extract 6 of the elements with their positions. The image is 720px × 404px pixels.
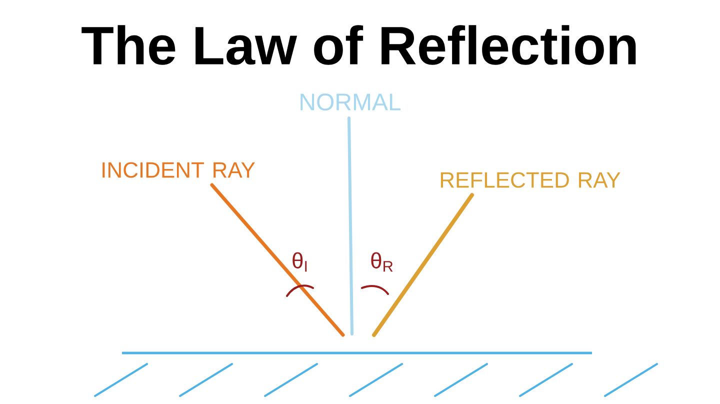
angle-label: θ$_{R}$	[371, 252, 393, 272]
normal-label: NORMAL	[300, 94, 401, 110]
angle-label: θ$_{I}$	[292, 252, 307, 272]
ray-label: INCIDENT RAY	[102, 162, 255, 178]
title: The Law of Reflection	[82, 25, 636, 65]
ray-label: REFLECTED RAY	[440, 172, 620, 188]
